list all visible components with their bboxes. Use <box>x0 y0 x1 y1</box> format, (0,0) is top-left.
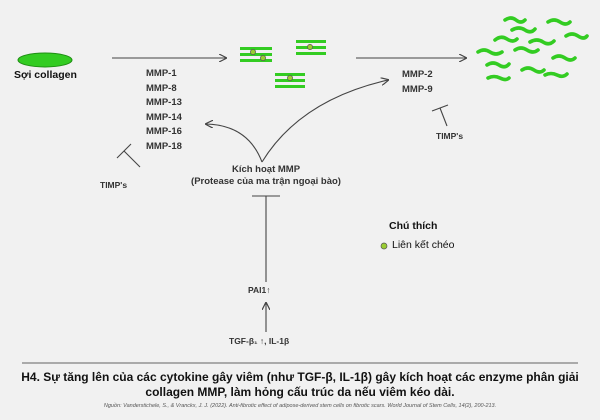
activation-title: Kích hoạt MMP <box>231 164 301 175</box>
crosslinked-fiber-bundle-3 <box>275 73 305 88</box>
timp-left-inhibitor <box>116 143 141 168</box>
crosslinked-fiber-bundle-2 <box>296 40 326 55</box>
timp-left-label: TIMP's <box>100 180 128 190</box>
citation-text: Nguồn: Vanderstichele, S., & Vranckx, J.… <box>103 403 497 409</box>
mmp-left-item: MMP-16 <box>146 126 182 137</box>
crosslink-icon <box>287 75 293 81</box>
legend-item-label: Liên kết chéo <box>392 239 455 251</box>
pai1-label: PAI1↑ <box>248 285 271 295</box>
mmp-right-list: MMP-2 MMP-9 <box>402 68 433 97</box>
activation-subtitle: (Protease của ma trận ngoại bào) <box>191 176 341 187</box>
mmp-left-item: MMP-18 <box>146 140 182 152</box>
degraded-collagen-fragments <box>476 16 589 82</box>
mmp-left-list: MMP-1 MMP-8 MMP-13 MMP-14 MMP-16 MMP-18 <box>146 67 182 154</box>
cytokines-label: TGF-β₁ ↑, IL-1β <box>229 336 290 346</box>
collagen-fiber-icon <box>17 52 73 68</box>
figure-caption: H4. Sự tăng lên của các cytokine gây viê… <box>0 370 600 409</box>
legend-title: Chú thích <box>389 220 438 232</box>
crosslink-icon <box>250 49 256 55</box>
mmp-right-item: MMP-9 <box>402 83 433 95</box>
timp-right-label: TIMP's <box>436 131 464 141</box>
timp-right-inhibitor <box>431 104 449 127</box>
arrow-activation-to-mmp-left <box>206 124 263 163</box>
mmp-left-item: MMP-13 <box>146 97 182 108</box>
crosslink-icon <box>307 44 313 50</box>
mmp-activation-box: Kích hoạt MMP (Protease của ma trận ngoạ… <box>176 164 356 188</box>
crosslinked-fiber-bundle-1 <box>240 47 272 62</box>
caption-text: H4. Sự tăng lên của các cytokine gây viê… <box>21 370 579 399</box>
arrow-activation-to-mmp-right <box>261 80 388 163</box>
mmp-left-item: MMP-1 <box>146 68 177 79</box>
mmp-left-item: MMP-8 <box>146 82 177 94</box>
mmp-right-item: MMP-2 <box>402 69 433 80</box>
legend-crosslink-icon <box>380 242 388 250</box>
collagen-label: Sợi collagen <box>14 69 77 81</box>
crosslink-icon <box>260 55 266 61</box>
mmp-left-item: MMP-14 <box>146 111 182 123</box>
